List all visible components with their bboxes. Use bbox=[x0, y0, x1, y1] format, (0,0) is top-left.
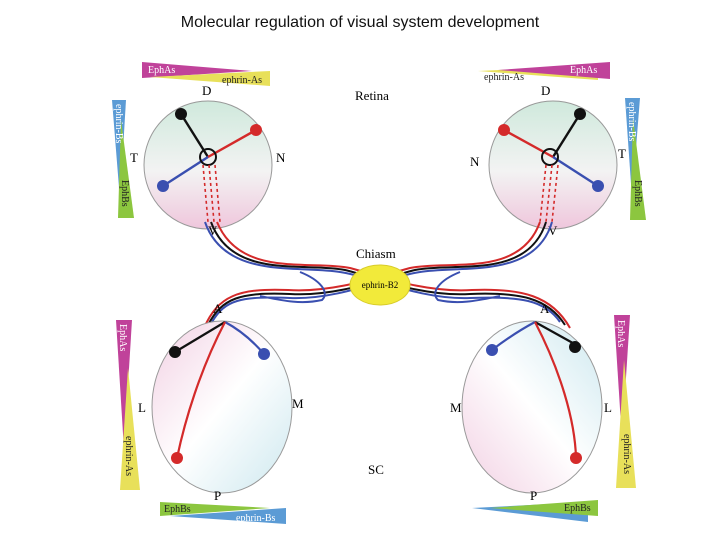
ephrinb-label: ephrin-Bs bbox=[626, 102, 637, 142]
epha-label: EphAs bbox=[615, 320, 626, 347]
label-a: A bbox=[540, 301, 550, 316]
gradient-bars-left-sc: EphAs ephrin-As bbox=[116, 320, 140, 490]
ephrinb-wedge bbox=[112, 100, 126, 200]
ephrinb-label: ephrin-Bs bbox=[236, 513, 276, 524]
cell-temporal bbox=[157, 180, 169, 192]
gradient-bars-left-retina: ephrin-Bs EphBs bbox=[112, 100, 134, 218]
ephb-wedge bbox=[630, 118, 646, 220]
right-retina: D N T V bbox=[470, 83, 626, 238]
right-sc: A L M P bbox=[450, 301, 612, 503]
chiasm-label: Chiasm bbox=[356, 246, 396, 261]
axon-red bbox=[534, 321, 578, 459]
cell-nasal bbox=[498, 124, 510, 136]
cell-nasal bbox=[250, 124, 262, 136]
label-a: A bbox=[213, 301, 223, 316]
sc-label: SC bbox=[368, 462, 384, 477]
label-n: N bbox=[276, 150, 286, 165]
ephrinb-label: ephrin-Bs bbox=[113, 104, 124, 144]
optic-disc bbox=[199, 148, 217, 166]
ephrinb-wedge bbox=[170, 508, 286, 524]
label-l: L bbox=[138, 400, 146, 415]
cell-blue bbox=[258, 348, 270, 360]
loop-left bbox=[259, 271, 326, 304]
cell-dorsal bbox=[574, 108, 586, 120]
ephrina-wedge bbox=[150, 71, 270, 86]
label-m: M bbox=[450, 400, 462, 415]
ephrina-label: ephrin-As bbox=[123, 436, 134, 476]
optic-disc bbox=[541, 148, 559, 166]
epha-label: EphAs bbox=[117, 324, 128, 351]
label-t: T bbox=[130, 150, 138, 165]
label-m: M bbox=[292, 396, 304, 411]
ephrina-wedge bbox=[616, 360, 636, 488]
ephrina-wedge bbox=[120, 368, 140, 490]
cell-temporal bbox=[592, 180, 604, 192]
ephrinb-label: ephrin-Bs bbox=[476, 512, 516, 523]
retina-label: Retina bbox=[355, 88, 389, 103]
axon-nasal bbox=[503, 128, 554, 159]
gradient-bars-bottom-left: EphBs ephrin-Bs bbox=[160, 502, 286, 524]
cell-black bbox=[569, 341, 581, 353]
epha-label: EphAs bbox=[570, 65, 597, 76]
ephrina-label: ephrin-As bbox=[484, 72, 524, 83]
page-title: Molecular regulation of visual system de… bbox=[180, 14, 540, 31]
epha-wedge bbox=[142, 62, 252, 78]
epha-wedge bbox=[116, 320, 132, 450]
ephrin-b2-blob bbox=[349, 264, 411, 306]
ephb-label: EphBs bbox=[632, 180, 643, 207]
axon-nasal bbox=[207, 128, 257, 159]
label-p: P bbox=[530, 488, 537, 503]
epha-label: EphAs bbox=[148, 65, 175, 76]
axon-dorsal bbox=[551, 113, 582, 158]
ephb-wedge bbox=[490, 500, 598, 516]
ephb-label: EphBs bbox=[564, 503, 591, 514]
gradient-bars-bottom-right: ephrin-Bs EphBs bbox=[472, 500, 598, 523]
left-sc: A L M P bbox=[138, 301, 304, 503]
cell-red bbox=[570, 452, 582, 464]
gradient-bars-top-left: EphAs ephrin-As bbox=[142, 62, 270, 86]
label-v: V bbox=[548, 223, 558, 238]
ephrina-label: ephrin-As bbox=[222, 75, 262, 86]
label-t: T bbox=[618, 146, 626, 161]
axon-temporal bbox=[552, 155, 599, 188]
epha-wedge bbox=[498, 62, 610, 79]
axon-red bbox=[175, 321, 226, 459]
sc-lobe bbox=[461, 320, 603, 494]
ephb-wedge bbox=[160, 502, 270, 516]
cell-red bbox=[171, 452, 183, 464]
cell-blue bbox=[486, 344, 498, 356]
label-n: N bbox=[470, 154, 480, 169]
gradient-bars-right-retina: ephrin-Bs EphBs bbox=[625, 98, 646, 220]
gradient-bars-top-right: ephrin-As EphAs bbox=[478, 62, 610, 83]
cell-black bbox=[169, 346, 181, 358]
loop-right bbox=[434, 271, 501, 304]
chiasm: ephrin-B2 bbox=[349, 264, 411, 306]
label-l: L bbox=[604, 400, 612, 415]
ephb-wedge bbox=[118, 120, 134, 218]
label-p: P bbox=[214, 488, 221, 503]
left-retina: D N T V bbox=[130, 83, 286, 238]
epha-wedge bbox=[614, 315, 630, 440]
ephb-label: EphBs bbox=[119, 180, 130, 207]
ephrin-b2-label: ephrin-B2 bbox=[362, 280, 399, 290]
ephrina-label: ephrin-As bbox=[621, 434, 632, 474]
label-d: D bbox=[541, 83, 550, 98]
label-v: V bbox=[208, 223, 218, 238]
axon-black bbox=[174, 321, 226, 353]
label-d: D bbox=[202, 83, 211, 98]
sc-lobe bbox=[151, 320, 293, 494]
ephb-label: EphBs bbox=[164, 504, 191, 515]
gradient-bars-right-sc: EphAs ephrin-As bbox=[614, 315, 636, 488]
cell-dorsal bbox=[175, 108, 187, 120]
